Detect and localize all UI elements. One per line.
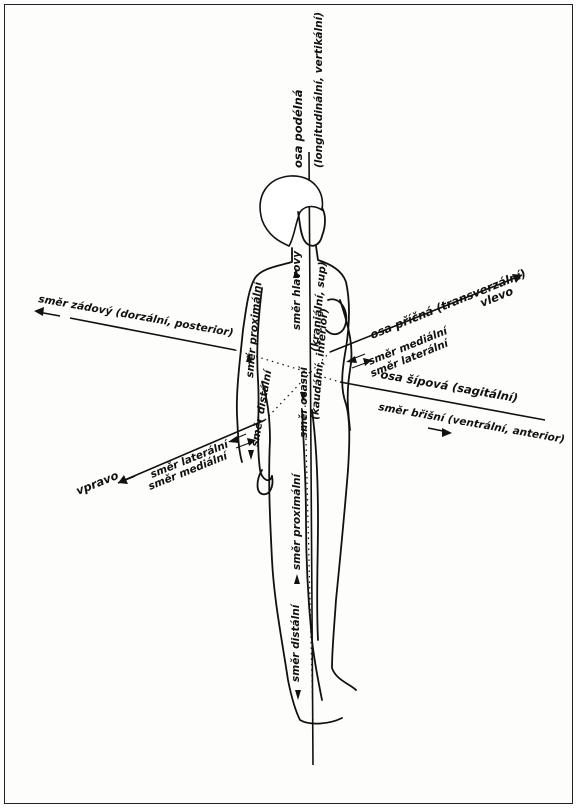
- distal-leg-arrow: [295, 690, 301, 700]
- proximal-leg-arrow: [294, 574, 300, 584]
- label-proximal-leg: směr proximální: [291, 472, 303, 570]
- label-dorsal: směr zádový (dorzální, posterior): [37, 293, 234, 339]
- ventral-arrow: [428, 428, 452, 437]
- vertical-axis-line: [309, 152, 313, 765]
- dorsal-arrow: [34, 307, 60, 316]
- label-cranial: směr hlavový: [291, 250, 303, 330]
- label-ventral: směr břišní (ventrální, anterior): [377, 401, 565, 446]
- label-proximal-arm: směr proximální: [244, 280, 264, 378]
- distal-arm-arrow: [248, 450, 254, 460]
- label-vertical-axis-1: osa podélná: [291, 89, 305, 168]
- label-sagittal-axis: osa šípová (sagitální): [379, 367, 519, 405]
- label-vertical-axis-2: (longitudinální, vertikální): [313, 12, 325, 168]
- label-distal-leg: směr distální: [290, 603, 302, 682]
- label-transverse-axis: osa příčná (transverzální): [368, 266, 528, 342]
- right-arrow: [118, 475, 135, 484]
- label-right: vpravo: [74, 468, 121, 498]
- label-caudal: směr ocasní: [298, 366, 310, 438]
